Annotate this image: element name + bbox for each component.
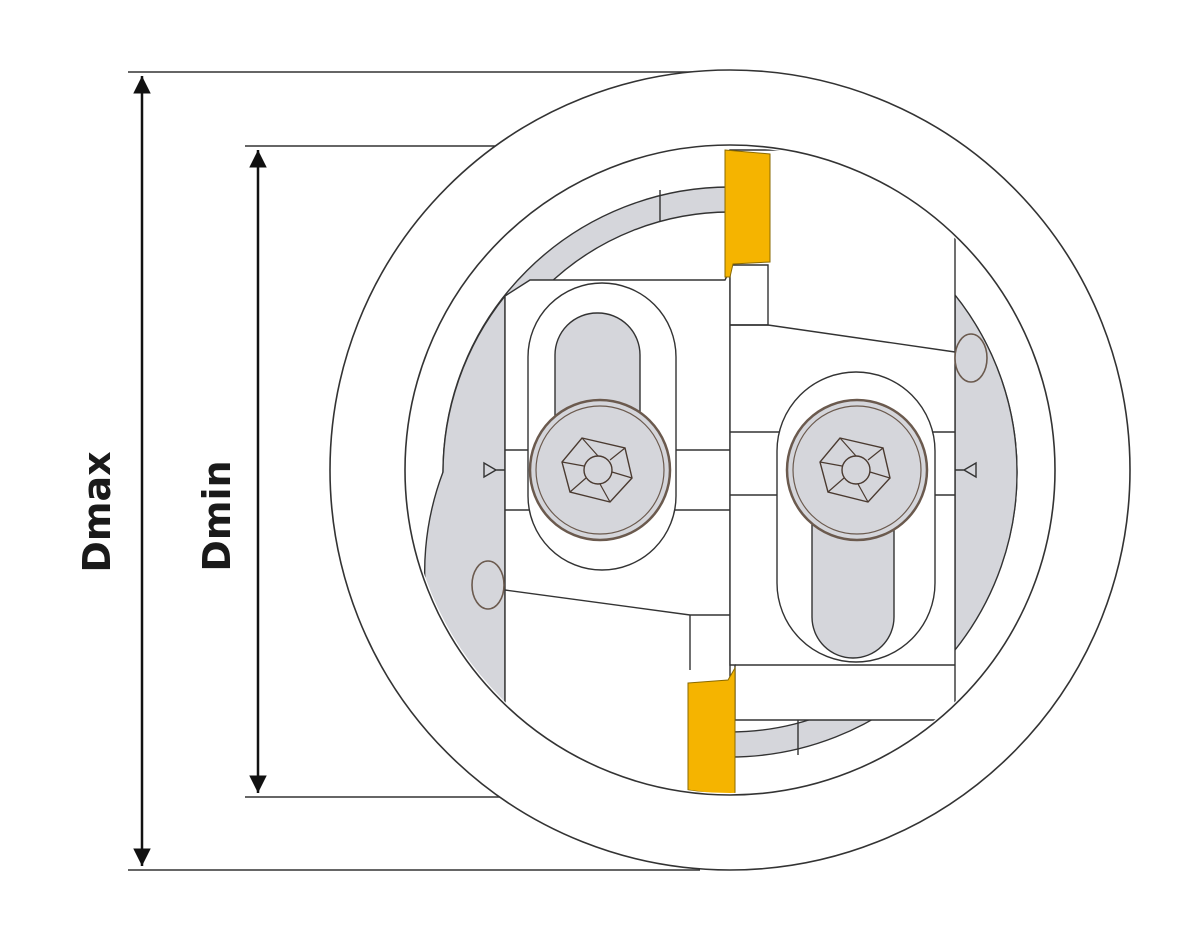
right-index-mark-icon [955,461,977,479]
left-hole [471,560,505,610]
left-index-mark-icon [483,461,505,479]
top-cutting-insert [724,149,771,278]
right-screw-icon [785,398,929,542]
dmax-label: Dmax [75,451,119,572]
bottom-cutting-insert [687,666,736,793]
dmin-label: Dmin [195,460,239,571]
right-hole [954,333,988,383]
left-screw-icon [528,398,672,542]
